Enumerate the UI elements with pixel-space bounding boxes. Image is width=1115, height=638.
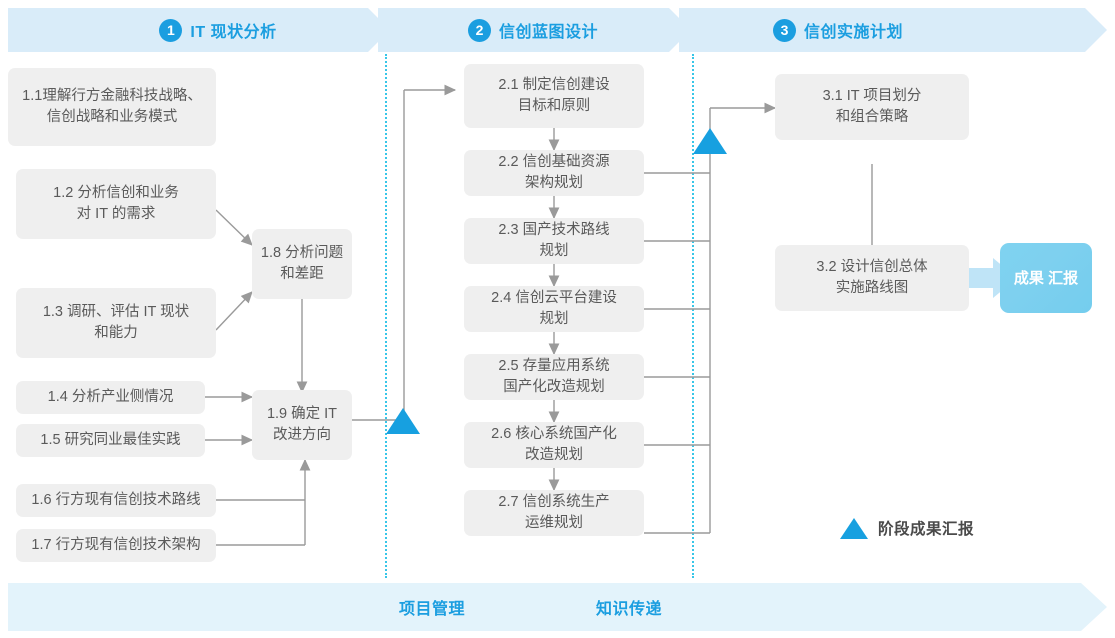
task-box-1-1-line-1: 1.1理解行方金融科技战略、 xyxy=(22,88,202,104)
footer-item-project-management-label: 项目管理 xyxy=(399,601,466,618)
phase-1-title: IT 现状分析 xyxy=(190,24,277,41)
task-box-2-7[interactable]: 2.7 信创系统生产 运维规划 xyxy=(464,490,644,536)
phase-3-title: 信创实施计划 xyxy=(803,24,903,41)
footer-item-project-management[interactable]: 项目管理 xyxy=(399,583,465,631)
task-box-1-4-label: 1.4 分析产业侧情况 xyxy=(47,389,174,405)
task-box-1-5[interactable]: 1.5 研究同业最佳实践 xyxy=(16,424,205,457)
task-box-1-1[interactable]: 1.1理解行方金融科技战略、 信创战略和业务模式 xyxy=(8,68,216,146)
task-box-2-7-line-1: 2.7 信创系统生产 xyxy=(498,494,610,510)
task-box-2-2-line-1: 2.2 信创基础资源 xyxy=(498,154,610,170)
task-box-3-2-line-1: 3.2 设计信创总体 xyxy=(816,259,928,275)
task-box-1-2-line-2: 对 IT 的需求 xyxy=(76,206,156,222)
legend-triangle-icon xyxy=(840,517,868,539)
result-report-line-1: 成果 xyxy=(1013,269,1044,287)
task-box-3-1-line-1: 3.1 IT 项目划分 xyxy=(822,88,922,104)
task-box-2-3-line-2: 规划 xyxy=(539,243,569,259)
task-box-1-8-line-2: 和差距 xyxy=(280,266,324,282)
phase-banner: 1 IT 现状分析 2 信创蓝图设计 3 信创实施计划 xyxy=(8,8,1107,52)
task-box-2-1-line-1: 2.1 制定信创建设 xyxy=(498,77,610,93)
task-box-2-6[interactable]: 2.6 核心系统国产化 改造规划 xyxy=(464,422,644,468)
task-box-2-5-line-2: 国产化改造规划 xyxy=(503,379,605,395)
task-box-2-4-line-2: 规划 xyxy=(539,311,569,327)
task-box-2-2-line-2: 架构规划 xyxy=(525,175,583,191)
task-box-1-9-line-1: 1.9 确定 IT xyxy=(266,406,338,422)
task-box-2-1[interactable]: 2.1 制定信创建设 目标和原则 xyxy=(464,64,644,128)
task-box-2-6-line-2: 改造规划 xyxy=(525,447,583,463)
result-report-box[interactable]: 成果 汇报 xyxy=(1000,243,1092,313)
task-box-1-3[interactable]: 1.3 调研、评估 IT 现状 和能力 xyxy=(16,288,216,358)
task-box-2-5[interactable]: 2.5 存量应用系统 国产化改造规划 xyxy=(464,354,644,400)
footer-banner-shape xyxy=(8,583,1107,631)
task-box-1-4[interactable]: 1.4 分析产业侧情况 xyxy=(16,381,205,414)
result-report-line-2: 汇报 xyxy=(1048,269,1079,287)
task-box-2-6-line-1: 2.6 核心系统国产化 xyxy=(491,426,617,442)
task-box-1-2[interactable]: 1.2 分析信创和业务 对 IT 的需求 xyxy=(16,169,216,239)
task-box-2-3[interactable]: 2.3 国产技术路线 规划 xyxy=(464,218,644,264)
phase-1-number: 1 xyxy=(159,18,183,42)
task-box-1-2-line-1: 1.2 分析信创和业务 xyxy=(53,185,179,201)
task-box-1-9[interactable]: 1.9 确定 IT 改进方向 xyxy=(252,390,352,460)
footer-item-knowledge-transfer-label: 知识传递 xyxy=(596,601,663,618)
task-box-2-5-line-1: 2.5 存量应用系统 xyxy=(498,358,610,374)
phase-2-number: 2 xyxy=(467,18,491,42)
task-box-1-8[interactable]: 1.8 分析问题 和差距 xyxy=(252,229,352,299)
task-box-2-1-line-2: 目标和原则 xyxy=(517,98,591,114)
phase-1[interactable]: 1 IT 现状分析 xyxy=(68,8,368,52)
task-box-1-7-label: 1.7 行方现有信创技术架构 xyxy=(31,537,201,553)
task-box-1-3-line-1: 1.3 调研、评估 IT 现状 xyxy=(42,304,190,320)
lane-divider-1 xyxy=(385,54,387,578)
task-box-3-2-line-2: 实施路线图 xyxy=(835,280,909,296)
phase-3[interactable]: 3 信创实施计划 xyxy=(698,8,978,52)
legend-label: 阶段成果汇报 xyxy=(878,521,975,538)
task-box-2-3-line-1: 2.3 国产技术路线 xyxy=(498,222,610,238)
task-box-1-5-label: 1.5 研究同业最佳实践 xyxy=(40,432,181,448)
footer-item-knowledge-transfer[interactable]: 知识传递 xyxy=(596,583,662,631)
task-box-3-2[interactable]: 3.2 设计信创总体 实施路线图 xyxy=(775,245,969,311)
task-box-1-6-label: 1.6 行方现有信创技术路线 xyxy=(31,492,201,508)
task-box-3-1-line-2: 和组合策略 xyxy=(835,109,909,125)
phase-2[interactable]: 2 信创蓝图设计 xyxy=(398,8,668,52)
phase-2-title: 信创蓝图设计 xyxy=(498,24,598,41)
task-box-3-1[interactable]: 3.1 IT 项目划分 和组合策略 xyxy=(775,74,969,140)
task-box-1-8-line-1: 1.8 分析问题 xyxy=(260,245,344,261)
task-box-1-1-line-2: 信创战略和业务模式 xyxy=(46,109,178,125)
task-box-2-4[interactable]: 2.4 信创云平台建设 规划 xyxy=(464,286,644,332)
task-box-2-2[interactable]: 2.2 信创基础资源 架构规划 xyxy=(464,150,644,196)
milestone-triangle-stage1 xyxy=(386,408,420,434)
phase-3-number: 3 xyxy=(772,18,796,42)
task-box-2-4-line-1: 2.4 信创云平台建设 xyxy=(491,290,617,306)
legend: 阶段成果汇报 xyxy=(840,517,974,539)
footer-banner: 项目管理 知识传递 xyxy=(8,583,1107,631)
task-box-2-7-line-2: 运维规划 xyxy=(525,515,583,531)
lane-divider-2 xyxy=(692,54,694,578)
task-box-1-7[interactable]: 1.7 行方现有信创技术架构 xyxy=(16,529,216,562)
task-box-1-9-line-2: 改进方向 xyxy=(272,427,331,443)
milestone-triangle-stage2 xyxy=(693,128,727,154)
task-box-1-3-line-2: 和能力 xyxy=(94,325,138,341)
task-box-1-6[interactable]: 1.6 行方现有信创技术路线 xyxy=(16,484,216,517)
